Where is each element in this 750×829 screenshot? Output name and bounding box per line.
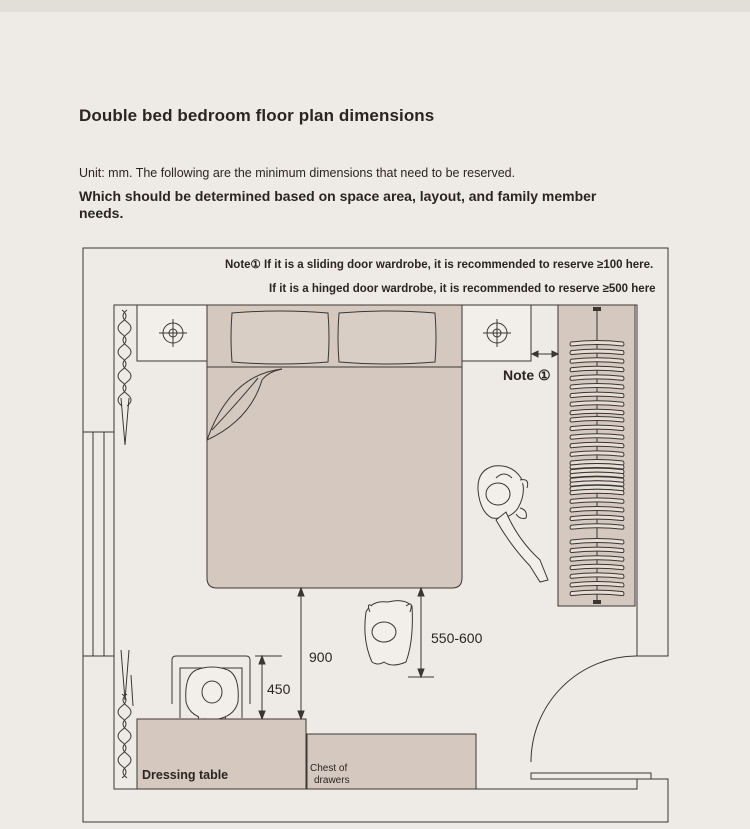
hanger (569, 581, 625, 588)
hanger (569, 572, 625, 579)
pillow (337, 310, 437, 365)
hanger (569, 383, 625, 390)
note-line-1: Note① If it is a sliding door wardrobe, … (225, 258, 653, 271)
dressing-table (136, 718, 307, 790)
folded-blanket (206, 368, 283, 441)
dimension-900 (297, 586, 305, 721)
clothes-hangers (569, 340, 625, 597)
hanger (569, 348, 625, 356)
hanger (569, 506, 625, 513)
lamp-icon (483, 319, 511, 347)
hanger (569, 471, 625, 479)
pillow (230, 310, 330, 365)
door (530, 655, 652, 780)
hanger (569, 523, 625, 530)
lamp-icon (159, 319, 187, 347)
top-band (0, 0, 750, 12)
hanger (569, 433, 625, 440)
hanger (569, 546, 625, 554)
hanger (569, 357, 625, 364)
dimension-900-label: 900 (309, 649, 333, 665)
right-nightstand (461, 304, 532, 362)
hanger (569, 416, 625, 423)
hanger (569, 538, 625, 545)
hanger (569, 450, 625, 457)
window (82, 431, 115, 657)
hanger (569, 589, 625, 597)
dimension-450 (255, 654, 282, 721)
double-bed (206, 304, 463, 589)
dressing-table-label: Dressing table (142, 768, 228, 782)
hanger (569, 480, 625, 487)
chest-label-line1: Chest of (310, 763, 347, 774)
page-title: Double bed bedroom floor plan dimensions (79, 106, 435, 125)
determination-note: Which should be determined based on spac… (79, 188, 597, 221)
hanger (569, 408, 625, 416)
curtain-bottom (117, 649, 134, 779)
hanger (569, 555, 625, 562)
person-figure-walking (477, 465, 549, 583)
hanger (569, 441, 625, 449)
wardrobe (557, 304, 636, 607)
chest-label-line2: drawers (314, 775, 350, 786)
hanger (569, 563, 625, 571)
hanger (569, 424, 625, 432)
hanger (569, 514, 625, 522)
clearance-arrow (530, 350, 560, 358)
hanger (569, 488, 625, 496)
note-line-2: If it is a hinged door wardrobe, it is r… (269, 283, 656, 295)
hanger (569, 374, 625, 381)
hanger (569, 497, 625, 504)
hanger (569, 365, 625, 373)
dimension-550-600-label: 550-600 (431, 630, 483, 646)
unit-note: Unit: mm. The following are the minimum … (79, 166, 516, 180)
person-figure-standing (364, 600, 413, 666)
dimension-450-label: 450 (267, 681, 291, 697)
hanger (569, 400, 625, 407)
chest-of-drawers (306, 733, 477, 790)
hanger (569, 463, 625, 470)
curtain-top (117, 309, 132, 446)
dimension-550-600 (408, 586, 434, 679)
left-nightstand (136, 304, 208, 362)
hanger (569, 391, 625, 399)
note-marker: Note ① (503, 367, 551, 383)
hanger (569, 340, 625, 347)
